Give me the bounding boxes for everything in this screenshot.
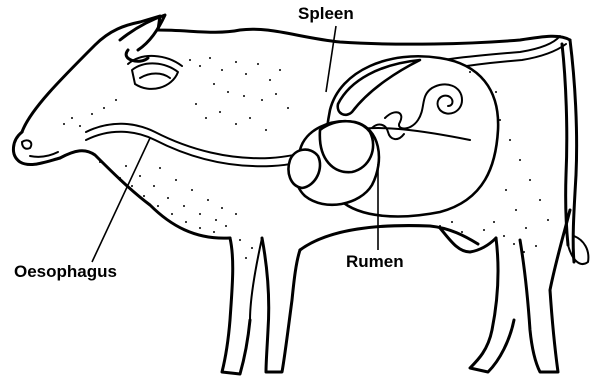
stomach-organs (289, 56, 499, 216)
spleen-leader-line (326, 26, 336, 92)
cow-outline (13, 15, 588, 374)
oesophagus-label: Oesophagus (14, 262, 117, 282)
spleen-label: Spleen (298, 4, 354, 24)
rumen-label: Rumen (346, 252, 404, 272)
mouth-line (30, 152, 58, 157)
nostril (22, 140, 31, 148)
